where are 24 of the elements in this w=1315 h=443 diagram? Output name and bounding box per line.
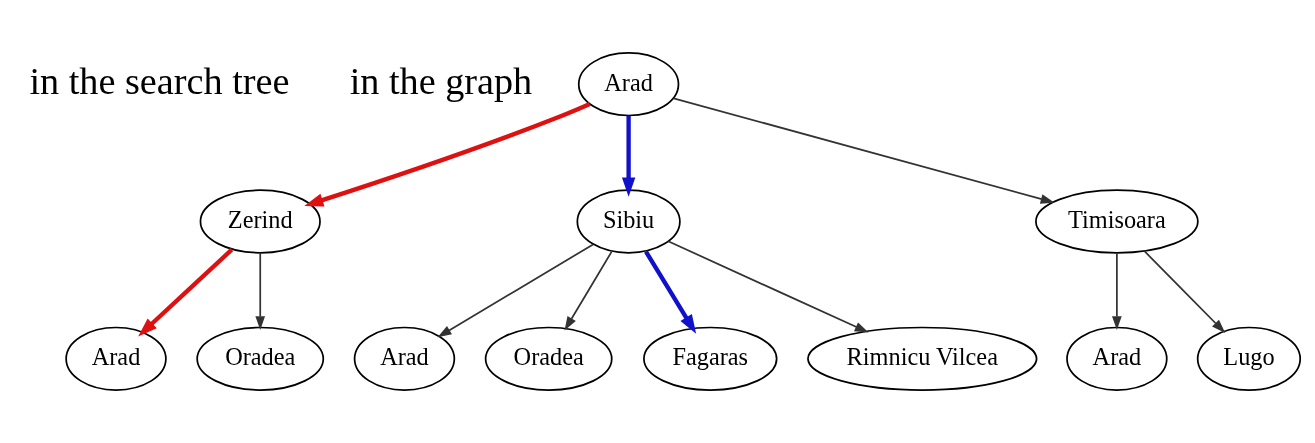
arrow — [255, 252, 266, 331]
arrow — [1143, 250, 1226, 334]
arrow — [564, 250, 613, 331]
arrow — [304, 102, 591, 207]
node-ellipse: Sibiu — [576, 189, 681, 254]
label: in the graph — [349, 59, 533, 102]
arrow — [437, 243, 594, 338]
node-ellipse: Oradea — [196, 326, 325, 391]
node-ellipse: Zerind — [199, 189, 321, 254]
node-ellipse: Arad — [1066, 326, 1168, 391]
node-ellipse: Arad — [65, 326, 167, 391]
node-ellipse: Oradea — [484, 326, 613, 391]
arrow — [621, 115, 636, 197]
arrow — [138, 248, 234, 337]
node-ellipse: Fagaras — [643, 326, 778, 391]
node-ellipse: Lugo — [1196, 326, 1302, 391]
arrow — [1112, 252, 1122, 331]
arrow — [672, 97, 1055, 204]
node-ellipse: Rimnicu Vilcea — [807, 326, 1038, 391]
label: in the search tree — [29, 59, 290, 102]
node-ellipse: Timisoara — [1035, 189, 1199, 254]
arrow — [644, 250, 697, 334]
node-ellipse: Arad — [577, 52, 680, 117]
arrow — [667, 240, 869, 333]
